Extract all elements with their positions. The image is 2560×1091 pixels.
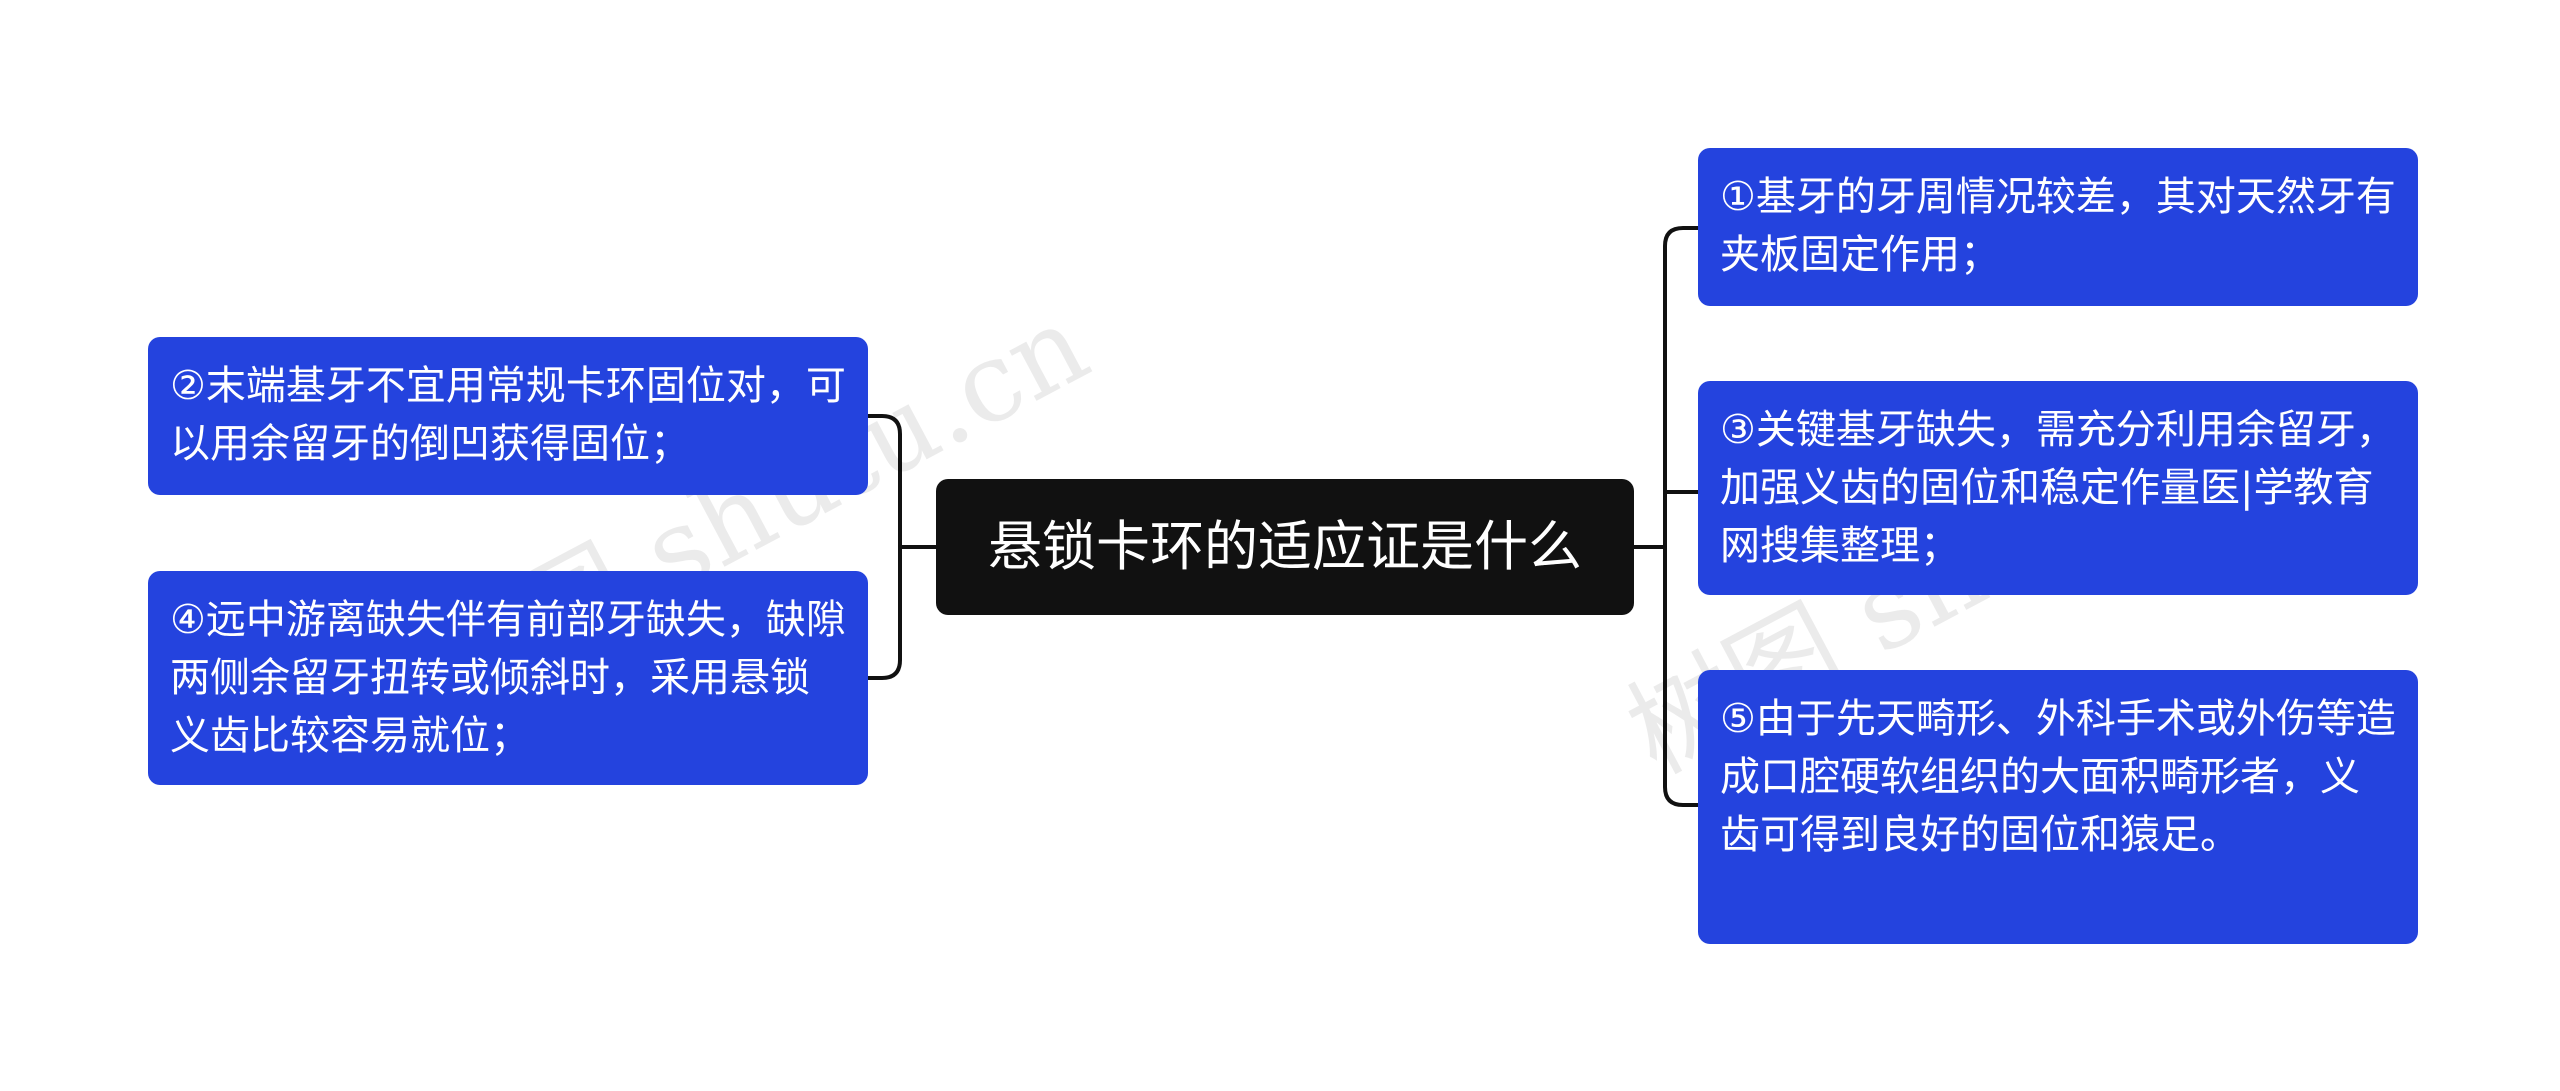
left-node-2[interactable]: ②末端基牙不宜用常规卡环固位对，可以用余留牙的倒凹获得固位； (148, 337, 868, 495)
node-text: ③关键基牙缺失，需充分利用余留牙，加强义齿的固位和稳定作量医|学教育网搜集整理； (1720, 407, 2396, 569)
central-topic-label: 悬锁卡环的适应证是什么 (988, 515, 1582, 578)
connector-left-1 (866, 414, 902, 549)
right-node-5[interactable]: ⑤由于先天畸形、外科手术或外伤等造成口腔硬软组织的大面积畸形者，义齿可得到良好的… (1698, 670, 2418, 944)
left-node-4[interactable]: ④远中游离缺失伴有前部牙缺失，缺隙两侧余留牙扭转或倾斜时，采用悬锁义齿比较容易就… (148, 571, 868, 785)
node-text: ④远中游离缺失伴有前部牙缺失，缺隙两侧余留牙扭转或倾斜时，采用悬锁义齿比较容易就… (170, 597, 846, 759)
node-text: ⑤由于先天畸形、外科手术或外伤等造成口腔硬软组织的大面积畸形者，义齿可得到良好的… (1720, 696, 2396, 858)
right-node-3[interactable]: ③关键基牙缺失，需充分利用余留牙，加强义齿的固位和稳定作量医|学教育网搜集整理； (1698, 381, 2418, 595)
right-node-1[interactable]: ①基牙的牙周情况较差，其对天然牙有夹板固定作用； (1698, 148, 2418, 306)
node-text: ①基牙的牙周情况较差，其对天然牙有夹板固定作用； (1720, 174, 2396, 278)
connector-right-3 (1663, 545, 1700, 807)
connector-right-1 (1663, 226, 1700, 549)
central-topic[interactable]: 悬锁卡环的适应证是什么 (936, 479, 1634, 615)
connector-left-2 (866, 545, 902, 680)
node-text: ②末端基牙不宜用常规卡环固位对，可以用余留牙的倒凹获得固位； (170, 363, 846, 467)
